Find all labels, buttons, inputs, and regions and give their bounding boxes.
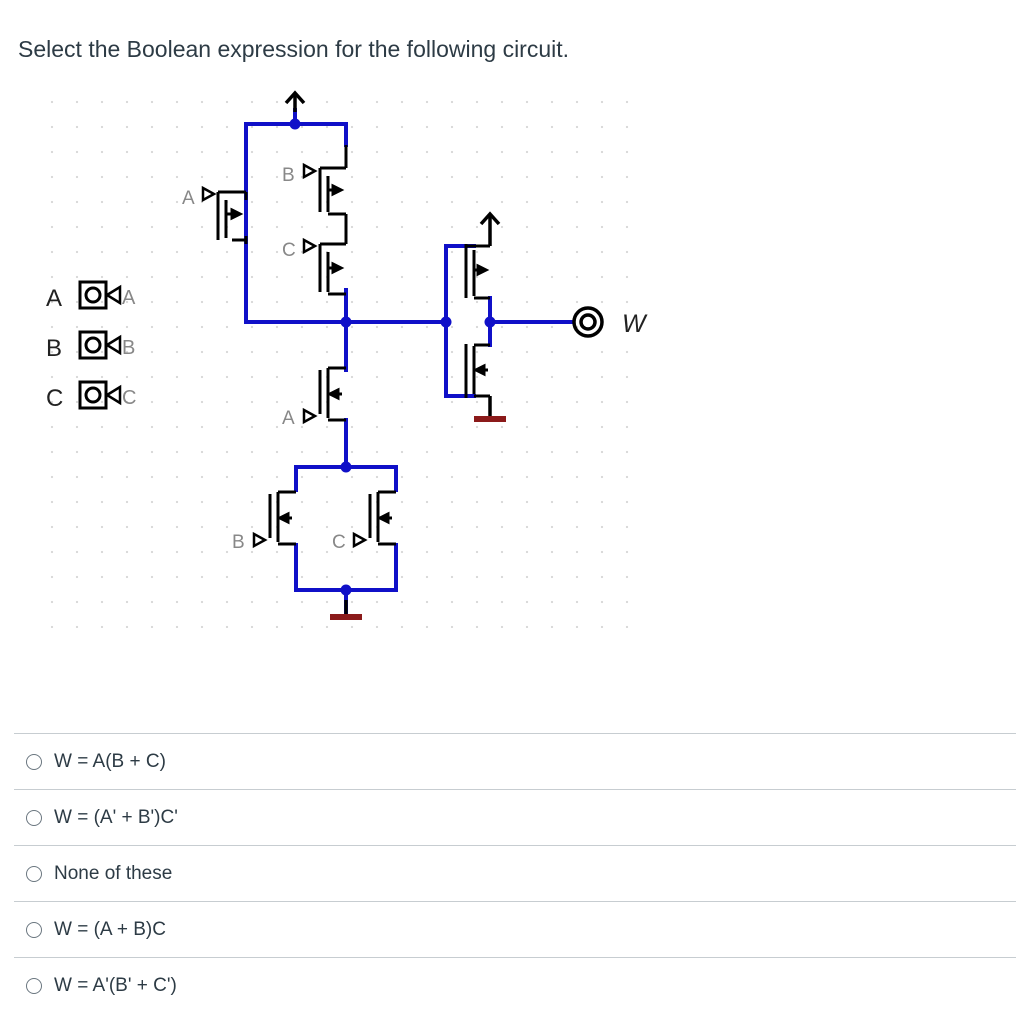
input-c-tunnel: C <box>122 387 136 409</box>
radio-button[interactable] <box>26 809 42 826</box>
ground-icon-main <box>330 600 362 620</box>
radio-button[interactable] <box>26 977 42 994</box>
pmos-transistor-c <box>302 237 348 296</box>
question-text: Select the Boolean expression for the fo… <box>18 36 570 62</box>
answer-label: W = A(B + C) <box>54 750 166 772</box>
input-b-name: B <box>46 335 62 362</box>
answer-option-2[interactable]: W = (A' + B')C' <box>14 789 1016 845</box>
input-a-tunnel: A <box>122 287 136 309</box>
nmos-b-gate-label: B <box>232 532 245 553</box>
answer-label: W = (A' + B')C' <box>54 806 178 828</box>
power-icon-inverter <box>479 211 501 246</box>
nmos-transistor-c <box>352 490 396 549</box>
power-icon-main <box>284 90 306 112</box>
answer-label: W = A'(B' + C') <box>54 974 177 996</box>
input-pin-a[interactable]: A A <box>46 280 136 312</box>
nmos-transistor-a <box>302 366 346 425</box>
output-w-label: W <box>622 310 648 338</box>
radio-button[interactable] <box>26 921 42 938</box>
nmos-c-gate-label: C <box>332 532 346 553</box>
ground-icon-inverter <box>474 396 506 422</box>
answer-label: W = (A + B)C <box>54 918 166 940</box>
input-c-name: C <box>46 385 63 412</box>
inverter-nmos <box>464 343 490 398</box>
nmos-transistor-b <box>252 490 296 549</box>
nmos-a-gate-label: A <box>282 408 295 429</box>
pmos-c-gate-label: C <box>282 240 296 261</box>
radio-button[interactable] <box>26 753 42 770</box>
answer-option-3[interactable]: None of these <box>14 845 1016 901</box>
answer-list: W = A(B + C) W = (A' + B')C' None of the… <box>14 733 1016 1013</box>
radio-button[interactable] <box>26 865 42 882</box>
output-pin-w[interactable]: W <box>572 306 648 338</box>
circuit-diagram: A A B B C C <box>40 88 650 628</box>
pmos-transistor-b <box>302 145 348 240</box>
wire-nodes <box>289 118 496 596</box>
input-b-tunnel: B <box>122 337 135 359</box>
pmos-a-gate-label: A <box>182 188 195 209</box>
answer-option-1[interactable]: W = A(B + C) <box>14 733 1016 789</box>
input-pin-b[interactable]: B B <box>46 330 135 362</box>
input-a-name: A <box>46 285 62 312</box>
answer-option-5[interactable]: W = A'(B' + C') <box>14 957 1016 1013</box>
pmos-b-gate-label: B <box>282 165 295 186</box>
answer-option-4[interactable]: W = (A + B)C <box>14 901 1016 957</box>
input-pin-c[interactable]: C C <box>46 380 136 412</box>
pmos-transistor-a <box>201 185 248 244</box>
inverter-pmos <box>464 244 490 300</box>
answer-label: None of these <box>54 862 173 884</box>
